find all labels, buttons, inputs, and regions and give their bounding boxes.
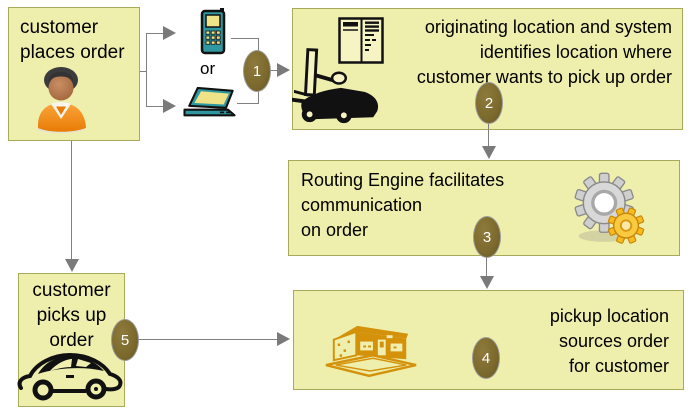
box-text-line: customer [32,280,111,301]
connector-line [140,71,147,72]
arrowhead [277,332,290,346]
box-text-line: sources order [558,331,669,351]
connector-line [486,256,487,277]
box-text-line: customer wants to pick up order [416,67,672,87]
connector-line [71,141,72,259]
box-text-line: order [49,330,94,351]
box-text-line: picks up [36,305,107,326]
car-icon [17,352,123,401]
step-badge-label: 4 [481,349,491,367]
step-badge-1: 1 [243,50,271,92]
connector-line [231,38,258,39]
step-badge-3: 3 [473,216,501,258]
connector-line [147,106,163,107]
connector-line [146,33,147,107]
box-text-line: for customer [568,356,669,376]
person-icon [37,67,86,133]
step-badge-2: 2 [475,82,503,124]
arrowhead [480,276,494,289]
step-badge-5: 5 [111,319,139,361]
server-icon [338,17,384,64]
arrowhead [163,99,176,113]
arrowhead [65,259,79,272]
arrowhead [277,63,290,77]
forklift-icon [292,48,379,124]
connector-line [147,33,163,34]
arrowhead [163,26,176,40]
box-text-line: communication [301,195,423,215]
arrowhead [482,146,496,159]
store-icon [325,325,417,377]
or-label: or [200,59,216,78]
step-badge-label: 5 [120,331,130,349]
connector-line [139,339,277,340]
connector-line [237,103,258,104]
box-text-line: on order [301,220,369,240]
gears-icon [574,172,645,244]
step-badge-label: 3 [482,228,492,246]
box-text-line: places order [20,42,125,63]
connector-line [488,123,489,147]
box-text-line: originating location and system [424,17,672,37]
laptop-icon [183,87,236,117]
step-badge-label: 2 [484,94,494,112]
box-text-line: identifies location where [479,42,672,62]
step-badge-label: 1 [252,62,262,80]
mobile-phone-icon [200,8,226,55]
box-text-line: Routing Engine facilitates [301,170,505,190]
box-text-line: pickup location [549,306,669,326]
step-badge-4: 4 [472,337,500,379]
box-text-line: customer [20,17,99,38]
